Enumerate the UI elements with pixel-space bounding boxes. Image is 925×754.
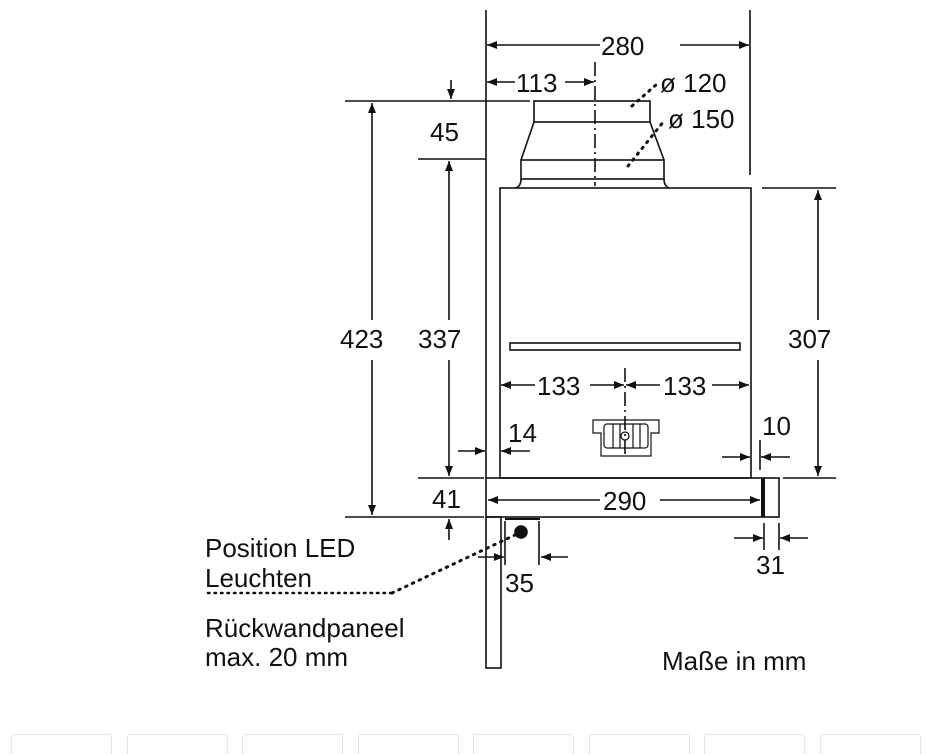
bottom-strip (485, 477, 780, 518)
led-light-icon (514, 525, 528, 539)
dim-wall-gap-right: 10 (762, 411, 791, 441)
thumbnail-4[interactable] (358, 734, 459, 754)
duct-collar (533, 100, 651, 123)
dim-duct-height: 45 (430, 117, 459, 147)
duct-base (520, 159, 665, 180)
label-units: Maße in mm (662, 646, 806, 676)
dim-duct-offset: 113 (516, 68, 557, 98)
dim-duct-inner-diameter: ø 120 (660, 68, 727, 98)
label-led-position: Position LED (205, 533, 355, 563)
dim-body-height-left: 337 (418, 324, 461, 354)
fan-module-icon (592, 419, 660, 457)
dim-total-height: 423 (340, 324, 383, 354)
thumbnail-8[interactable] (820, 734, 921, 754)
dim-half-width-left: 133 (537, 371, 580, 401)
dim-duct-outer-diameter: ø 150 (668, 104, 735, 134)
back-panel (485, 516, 502, 669)
thumbnail-5[interactable] (473, 734, 574, 754)
thumbnail-2[interactable] (127, 734, 228, 754)
dim-half-width-right: 133 (663, 371, 706, 401)
dim-body-height-right: 307 (788, 324, 831, 354)
dim-strip-width: 290 (603, 486, 646, 516)
thumbnail-1[interactable] (11, 734, 112, 754)
filter-handle-bar (509, 342, 741, 351)
dim-total-width: 280 (601, 31, 644, 61)
dim-led-offset: 35 (505, 568, 534, 598)
dim-front-depth: 31 (756, 550, 785, 580)
thumbnail-3[interactable] (242, 734, 343, 754)
label-led-lights: Leuchten (205, 563, 312, 593)
label-back-panel: Rückwandpaneel (205, 613, 404, 643)
thumbnail-6[interactable] (589, 734, 690, 754)
label-back-panel-max: max. 20 mm (205, 642, 348, 672)
dim-wall-gap-left: 14 (508, 418, 537, 448)
dim-strip-height: 41 (432, 484, 461, 514)
duct-reducer (520, 121, 665, 161)
thumbnail-7[interactable] (704, 734, 805, 754)
